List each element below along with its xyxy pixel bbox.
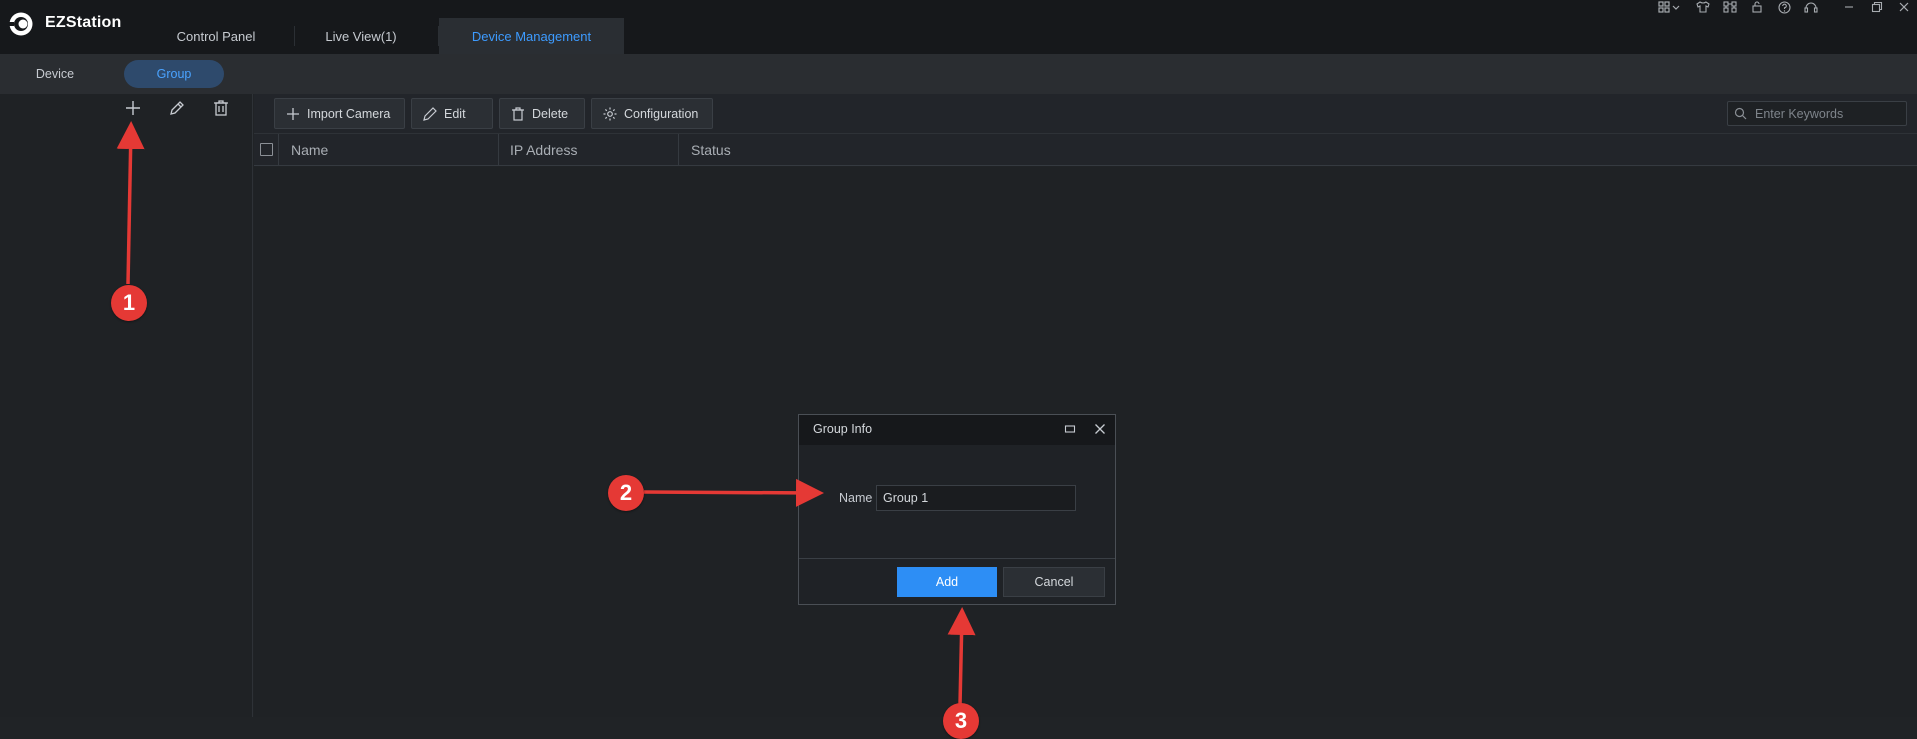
- arrow-to-add-group-icon: [116, 121, 145, 285]
- subtab-group[interactable]: Group: [124, 60, 224, 88]
- delete-group-trash-icon[interactable]: [209, 96, 233, 120]
- group-name-input[interactable]: [876, 485, 1076, 511]
- app-logo-icon: [8, 12, 33, 36]
- delete-button[interactable]: Delete: [499, 98, 585, 129]
- add-button[interactable]: Add: [897, 567, 997, 597]
- lock-icon[interactable]: [1746, 0, 1768, 14]
- edit-group-pencil-icon[interactable]: [165, 96, 189, 120]
- column-header-status[interactable]: Status: [691, 142, 731, 158]
- sub-tab-bar: [0, 54, 1917, 94]
- dialog-divider: [799, 558, 1115, 559]
- title-bar: [0, 0, 1917, 54]
- import-camera-label: Import Camera: [307, 106, 391, 121]
- configuration-label: Configuration: [624, 106, 699, 121]
- maximize-dialog-icon[interactable]: [1064, 423, 1076, 435]
- column-header-name[interactable]: Name: [291, 142, 329, 158]
- search-input[interactable]: [1753, 105, 1893, 122]
- network-icon[interactable]: [1719, 0, 1741, 14]
- import-camera-button[interactable]: Import Camera: [274, 98, 405, 129]
- group-tree-pane: [0, 94, 253, 717]
- delete-label: Delete: [532, 106, 569, 121]
- arrow-to-add-button: [947, 607, 976, 706]
- table-header: [254, 134, 1917, 166]
- minimize-icon[interactable]: [1838, 0, 1860, 14]
- gear-icon: [603, 107, 617, 120]
- arrow-to-name-field: [643, 478, 824, 507]
- annotation-marker-1: 1: [111, 285, 147, 321]
- tab-divider: [294, 26, 295, 46]
- search-box[interactable]: [1727, 101, 1907, 126]
- search-icon: [1734, 107, 1747, 120]
- pencil-icon: [423, 106, 437, 121]
- tab-divider: [438, 26, 439, 46]
- tab-control-panel[interactable]: Control Panel: [176, 29, 256, 44]
- dialog-header: [799, 415, 1115, 445]
- tab-live-view[interactable]: Live View(1): [325, 29, 397, 44]
- app-title: EZStation: [45, 14, 122, 31]
- tab-device-management[interactable]: Device Management: [439, 18, 624, 54]
- column-divider: [278, 134, 279, 166]
- edit-label: Edit: [444, 106, 466, 121]
- configuration-button[interactable]: Configuration: [591, 98, 713, 129]
- select-all-checkbox[interactable]: [260, 143, 273, 156]
- annotation-marker-3: 3: [943, 703, 979, 739]
- layout-grid-icon[interactable]: [1657, 0, 1685, 14]
- add-group-plus-icon[interactable]: [121, 96, 145, 120]
- annotation-arrows: [116, 121, 976, 706]
- skin-shirt-icon[interactable]: [1692, 0, 1714, 14]
- column-header-ip-address[interactable]: IP Address: [510, 142, 578, 158]
- help-icon[interactable]: [1773, 0, 1795, 14]
- column-divider: [678, 134, 679, 166]
- close-dialog-icon[interactable]: [1094, 423, 1106, 435]
- group-name-label: Name: [839, 491, 873, 505]
- trash-icon: [512, 106, 524, 121]
- plus-icon: [287, 107, 299, 120]
- restore-icon[interactable]: [1866, 0, 1888, 14]
- cancel-button[interactable]: Cancel: [1003, 567, 1105, 597]
- subtab-device[interactable]: Device: [35, 67, 75, 81]
- dialog-title: Group Info: [813, 422, 873, 436]
- edit-button[interactable]: Edit: [411, 98, 493, 129]
- support-headset-icon[interactable]: [1800, 0, 1822, 14]
- close-window-icon[interactable]: [1893, 0, 1915, 14]
- column-divider: [498, 134, 499, 166]
- annotation-marker-2: 2: [608, 475, 644, 511]
